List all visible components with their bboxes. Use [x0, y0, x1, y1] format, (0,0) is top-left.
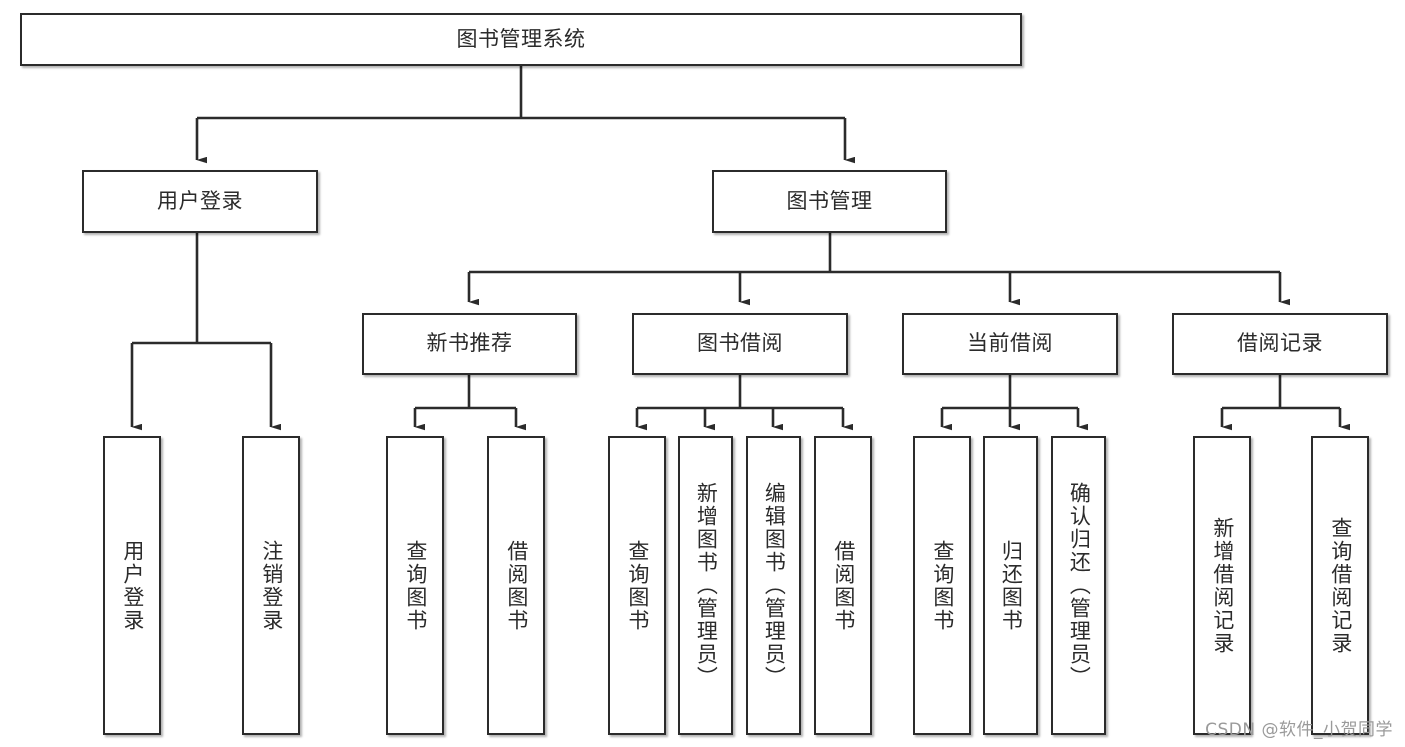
connector-userlogin-to-leaves: [130, 233, 281, 431]
node-label: 图书管理: [786, 188, 873, 213]
node-label: 用户登录: [157, 188, 243, 213]
leaf-borrow-book-recommend[interactable]: 借阅图书: [487, 436, 545, 735]
leaf-label: 归还图书: [999, 539, 1024, 632]
connector-newbook-to-leaves: [413, 375, 526, 431]
leaf-logout[interactable]: 注销登录: [242, 436, 300, 735]
leaf-label: 新增借阅记录: [1210, 516, 1235, 655]
leaf-add-borrow-record[interactable]: 新增借阅记录: [1193, 436, 1251, 735]
node-label: 新书推荐: [426, 331, 513, 356]
leaf-label: 编辑图书（管理员）: [762, 482, 787, 689]
leaf-label: 确认归还（管理员）: [1067, 482, 1092, 689]
leaf-edit-book-admin[interactable]: 编辑图书（管理员）: [746, 436, 801, 735]
node-label: 当前借阅: [967, 331, 1053, 356]
leaf-label: 查询图书: [403, 539, 428, 632]
node-label: 借阅记录: [1237, 331, 1323, 356]
leaf-label: 查询图书: [625, 539, 650, 632]
leaf-label: 借阅图书: [504, 539, 529, 632]
connector-bookmgmt-to-level3: [467, 233, 1290, 306]
connector-borrow-to-leaves: [635, 375, 853, 431]
leaf-label: 查询图书: [930, 539, 955, 632]
node-borrow-record[interactable]: 借阅记录: [1172, 313, 1388, 375]
leaf-return-book[interactable]: 归还图书: [983, 436, 1038, 735]
connector-record-to-leaves: [1220, 375, 1350, 431]
leaf-borrow-book[interactable]: 借阅图书: [814, 436, 872, 735]
leaf-query-book-current[interactable]: 查询图书: [913, 436, 971, 735]
leaf-label: 用户登录: [120, 539, 145, 632]
leaf-query-book-recommend[interactable]: 查询图书: [386, 436, 444, 735]
connector-root-to-level2: [195, 66, 855, 164]
leaf-user-login[interactable]: 用户登录: [103, 436, 161, 735]
node-label: 图书借阅: [697, 331, 783, 356]
node-book-management[interactable]: 图书管理: [712, 170, 947, 233]
leaf-add-book-admin[interactable]: 新增图书（管理员）: [678, 436, 733, 735]
leaf-query-borrow-record[interactable]: 查询借阅记录: [1311, 436, 1369, 735]
node-user-login[interactable]: 用户登录: [82, 170, 318, 233]
leaf-label: 借阅图书: [831, 539, 856, 632]
node-book-borrow[interactable]: 图书借阅: [632, 313, 848, 375]
connector-current-to-leaves: [940, 375, 1088, 431]
node-root-book-management-system[interactable]: 图书管理系统: [20, 13, 1022, 66]
leaf-label: 新增图书（管理员）: [694, 482, 719, 689]
leaf-query-book-borrow[interactable]: 查询图书: [608, 436, 666, 735]
node-new-book-recommend[interactable]: 新书推荐: [362, 313, 577, 375]
node-current-borrow[interactable]: 当前借阅: [902, 313, 1118, 375]
leaf-confirm-return-admin[interactable]: 确认归还（管理员）: [1051, 436, 1106, 735]
node-label: 图书管理系统: [456, 26, 586, 51]
leaf-label: 注销登录: [259, 539, 284, 632]
leaf-label: 查询借阅记录: [1328, 516, 1353, 655]
